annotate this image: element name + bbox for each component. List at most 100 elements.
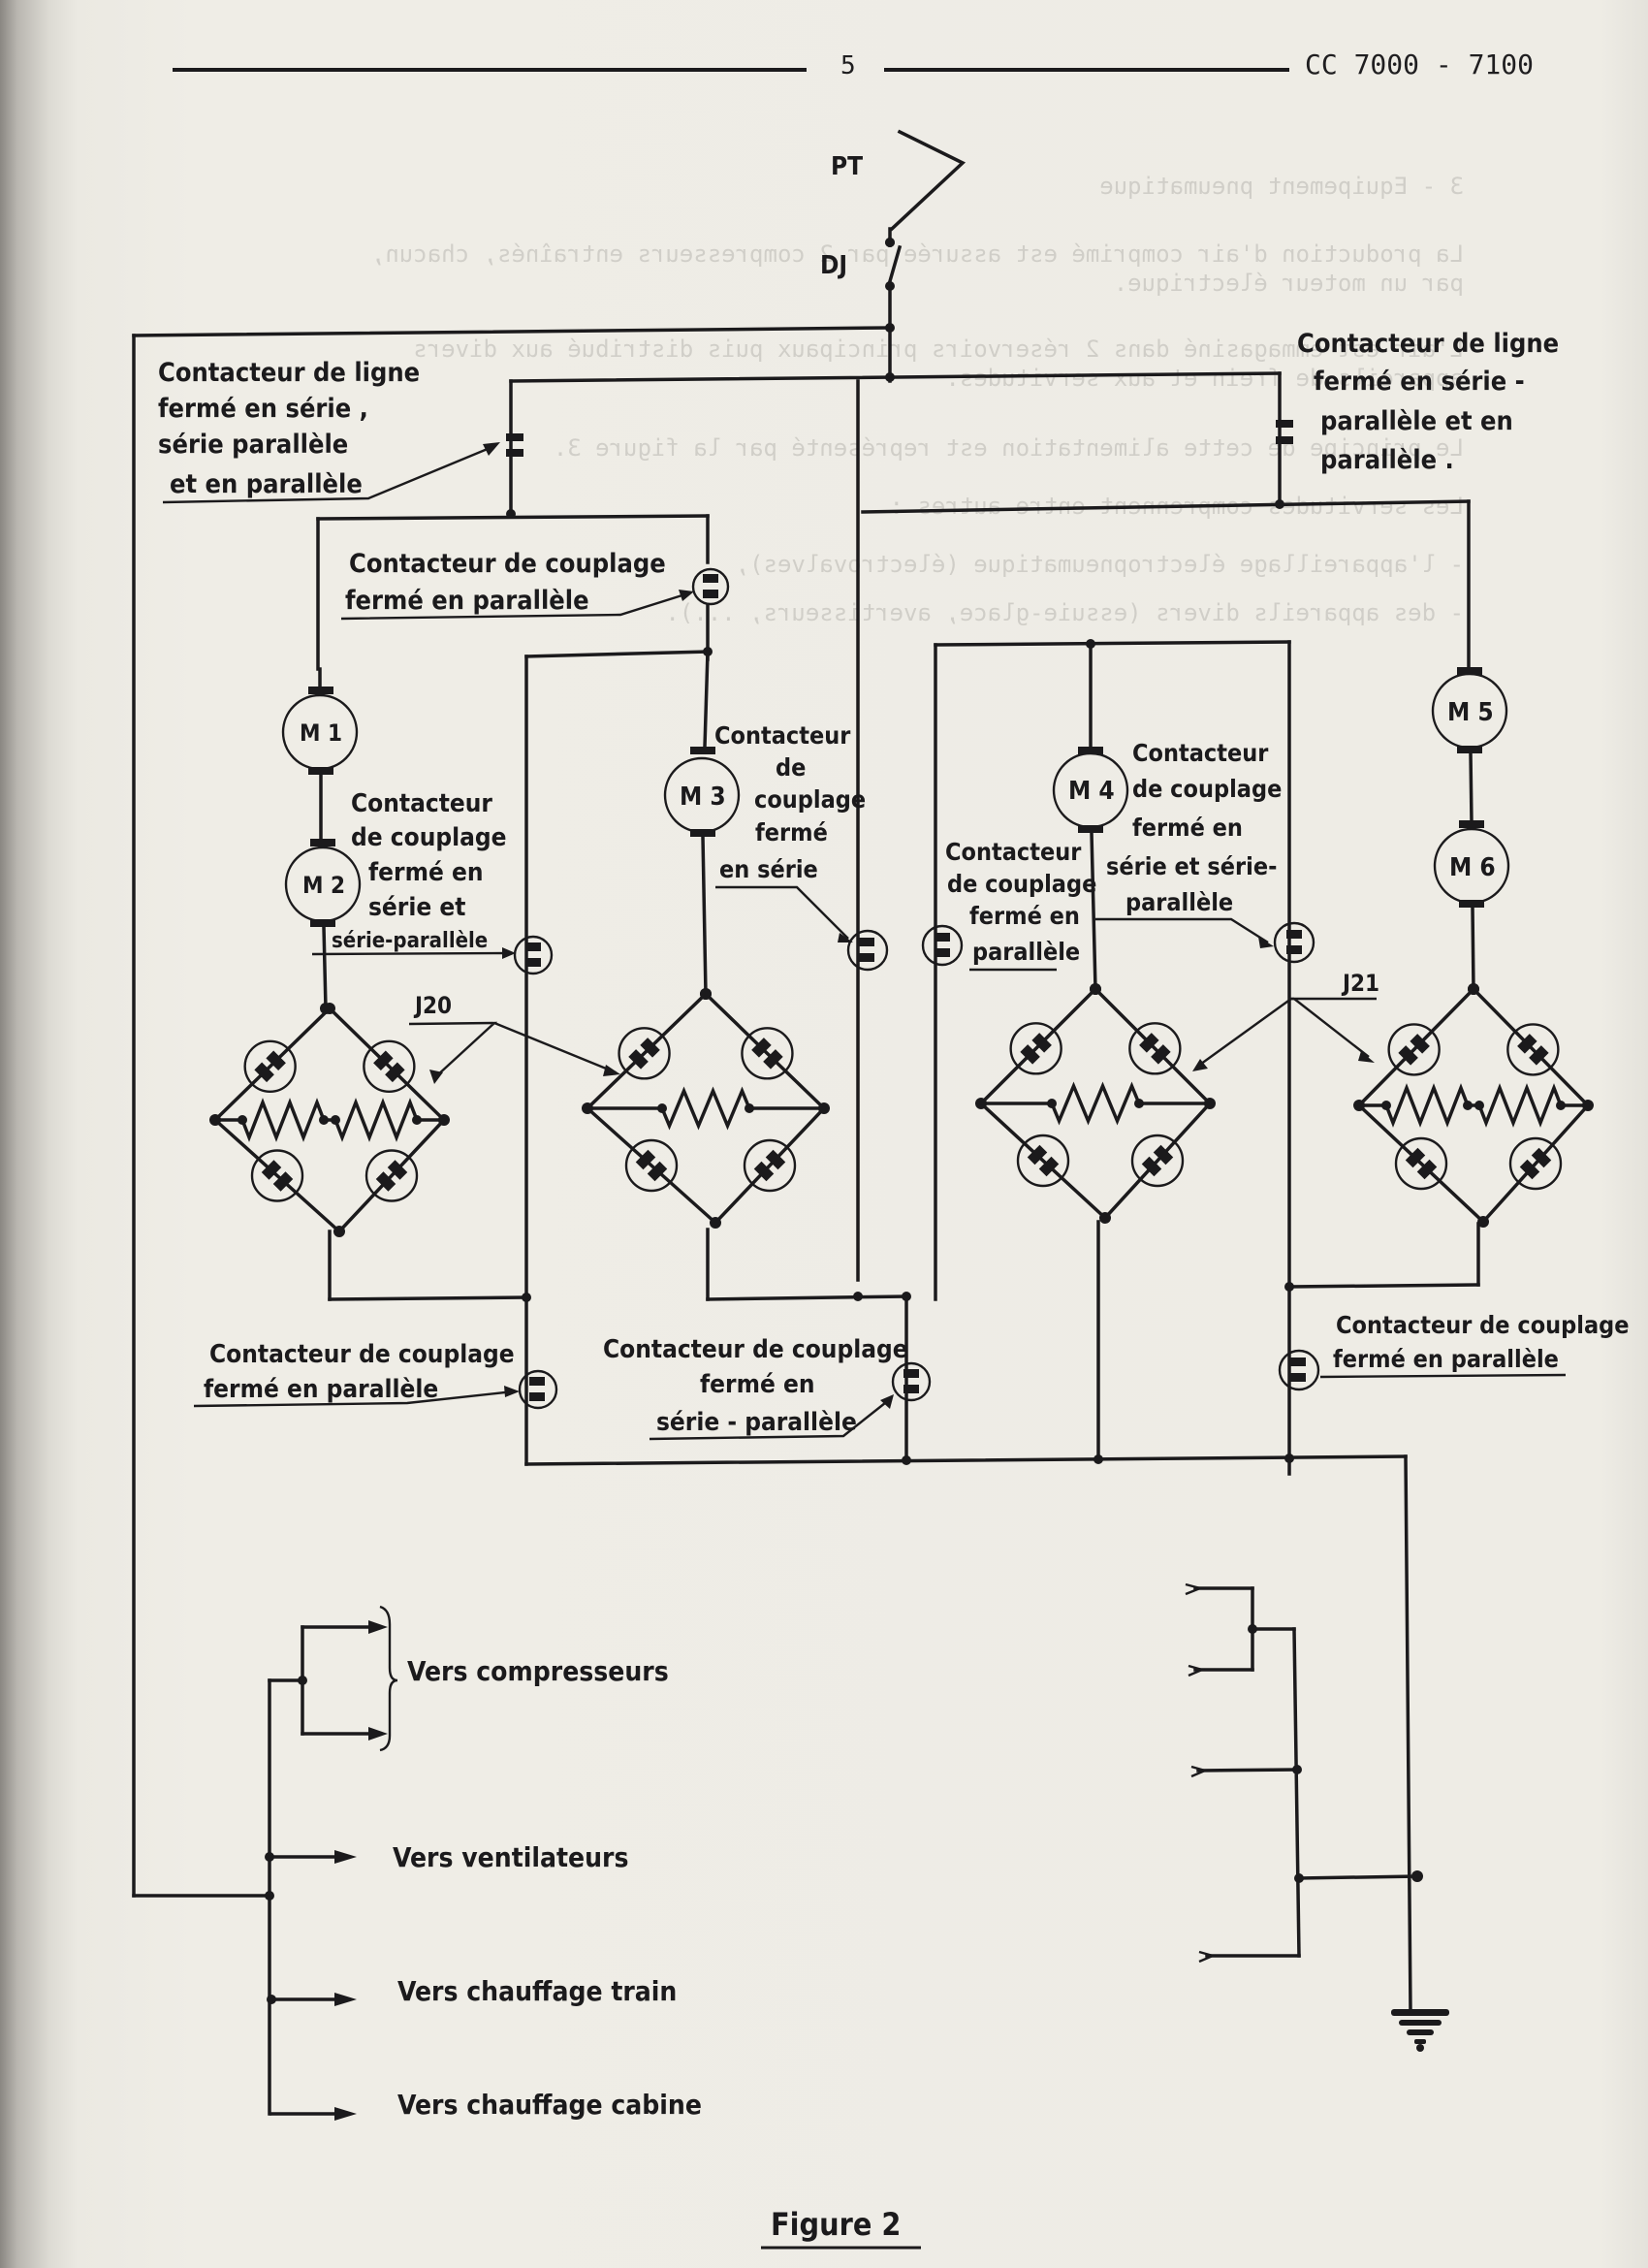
output-cab-heating: Vers chauffage cabine (397, 2089, 702, 2121)
pantograph-label: PT (831, 152, 863, 181)
diode-icon (618, 1027, 671, 1080)
auxiliary-outputs: Vers compresseurs Vers ventilateurs Vers… (265, 1605, 702, 2121)
annotation-coupling-bottom-left: Contacteur de couplage fermé en parallèl… (193, 1340, 520, 1408)
resistor-icon (586, 1086, 826, 1131)
diode-icon (743, 1138, 797, 1193)
rectifier-bridge (582, 988, 830, 1229)
output-train-heating: Vers chauffage train (397, 1975, 677, 2007)
ground-icon (1391, 2009, 1449, 2052)
motor-label: M 5 (1447, 698, 1494, 727)
annotation-line: Contacteur (1132, 739, 1269, 767)
diode-icon (1508, 1136, 1563, 1191)
bleed-line: - l'appareillage électropneumatique (éle… (736, 551, 1464, 578)
annotation-line: parallèle (1125, 888, 1233, 916)
diode-icon (1506, 1023, 1560, 1076)
annotation-line: fermé en (969, 902, 1080, 930)
figure-caption-text: Figure 2 (771, 2206, 901, 2243)
bleed-line: 3 - Equipement pneumatique (1099, 173, 1464, 200)
annotation-line: fermé en (1132, 814, 1243, 842)
annotation-line: de couplage (947, 870, 1096, 898)
label-j21: J21 (1192, 970, 1379, 1071)
rectifier-bridge (209, 1003, 450, 1237)
annotation-line: fermé en (368, 858, 484, 887)
annotation-line: en série (719, 855, 818, 883)
resistor-icon (213, 1098, 446, 1142)
left-wiring (281, 379, 1408, 1466)
motor-label: M 1 (300, 719, 342, 747)
annotation-line: Contacteur (945, 838, 1082, 866)
annotation-line: fermé en (700, 1370, 815, 1399)
annotation-coupling-m4-right: Contacteur de couplage fermé en série et… (1095, 739, 1282, 948)
annotation-line: Contacteur de couplage (349, 549, 666, 579)
annotation-coupling-parallel-top: Contacteur de couplage fermé en parallèl… (340, 549, 694, 621)
annotation-line: série-parallèle (332, 929, 488, 953)
annotation-line-contactor-right: Contacteur de ligne fermé en série - par… (1297, 329, 1559, 475)
bleed-line: Le principe de cette alimentation est re… (554, 434, 1464, 462)
motor-label: M 6 (1449, 853, 1496, 882)
bleed-line: La production d'air comprimé est assurée… (371, 240, 1464, 268)
diode-icon (741, 1027, 794, 1080)
bleed-line: par un moteur électrique. (1114, 270, 1464, 297)
annotation-line: de couplage (1132, 775, 1282, 803)
annotation-line: fermé en parallèle (1333, 1345, 1559, 1373)
diode-icon (1394, 1136, 1448, 1191)
resistor-icon (1357, 1083, 1590, 1128)
motor-label: M 4 (1068, 777, 1115, 806)
annotation-line: fermé en série , (158, 394, 368, 424)
diode-icon (1387, 1023, 1441, 1076)
annotation-line: parallèle (972, 938, 1080, 966)
annotation-line: série parallèle (158, 430, 348, 460)
annotation-line: parallèle et en (1320, 406, 1513, 436)
annotation-line-contactor-left: Contacteur de ligne fermé en série , sér… (158, 358, 500, 504)
annotation-line: de (776, 753, 806, 782)
annotation-line: couplage (754, 785, 866, 814)
diode-icon (1009, 1022, 1062, 1075)
annotation-line: série - parallèle (656, 1408, 857, 1437)
annotation-line: série et (368, 893, 465, 922)
circuit-breaker-label: DJ (820, 251, 847, 280)
diode-icon (624, 1138, 679, 1193)
pantograph-symbol (889, 129, 967, 232)
output-compressors: Vers compresseurs (407, 1655, 669, 1687)
annotation-line: fermé (755, 818, 828, 847)
label-j20: J20 (408, 992, 620, 1084)
annotation-line: Contacteur (351, 789, 492, 818)
motor-label: M 3 (680, 783, 726, 812)
diode-icon (363, 1039, 416, 1094)
annotation-line: fermé en série - (1314, 367, 1525, 397)
return-connector-icons (1185, 1582, 1217, 1964)
annotation-line: Contacteur de couplage (1336, 1311, 1630, 1339)
diode-icon (1130, 1134, 1185, 1188)
annotation-coupling-bottom-right: Contacteur de couplage fermé en parallèl… (1319, 1311, 1630, 1379)
annotation-line: Contacteur de couplage (209, 1340, 515, 1369)
annotation-line: Contacteur de couplage (603, 1335, 908, 1364)
document-code: CC 7000 - 7100 (1305, 48, 1534, 80)
page-number: 5 (840, 51, 856, 80)
bleed-line: L'air est emmagasiné dans 2 réservoirs p… (413, 335, 1464, 363)
annotation-line: fermé en parallèle (204, 1375, 438, 1404)
rectifier-bridge (1353, 983, 1594, 1228)
annotation-coupling-m3: Contacteur de couplage fermé en série (714, 721, 866, 942)
annotation-line: parallèle . (1320, 445, 1454, 475)
bleed-through-text: 3 - Equipement pneumatique La production… (371, 173, 1464, 626)
resistor-icon (979, 1081, 1212, 1126)
annotation-line: Contacteur (714, 721, 851, 750)
page-header: 5 CC 7000 - 7100 (173, 48, 1534, 80)
circuit-breaker-symbol (887, 244, 903, 284)
annotation-line: Contacteur de ligne (158, 358, 420, 388)
line-contactor-left (506, 433, 523, 457)
bleed-line: appareils de frein et aux servitudes. (945, 365, 1464, 392)
rectifier-bridge (975, 983, 1216, 1224)
annotation-line: Contacteur de ligne (1297, 329, 1559, 359)
annotation-line: série et série- (1106, 852, 1277, 880)
annotation-line: et en parallèle (170, 469, 363, 499)
bridge-label: J20 (413, 992, 452, 1019)
diode-icon (1016, 1134, 1070, 1188)
motor-labels: M 1 M 2 M 3 M 4 M 5 M 6 (300, 698, 1496, 899)
right-wiring (861, 499, 1510, 2052)
diode-icon (243, 1039, 297, 1094)
main-bus (132, 323, 1282, 1898)
diode-icon (250, 1149, 304, 1202)
